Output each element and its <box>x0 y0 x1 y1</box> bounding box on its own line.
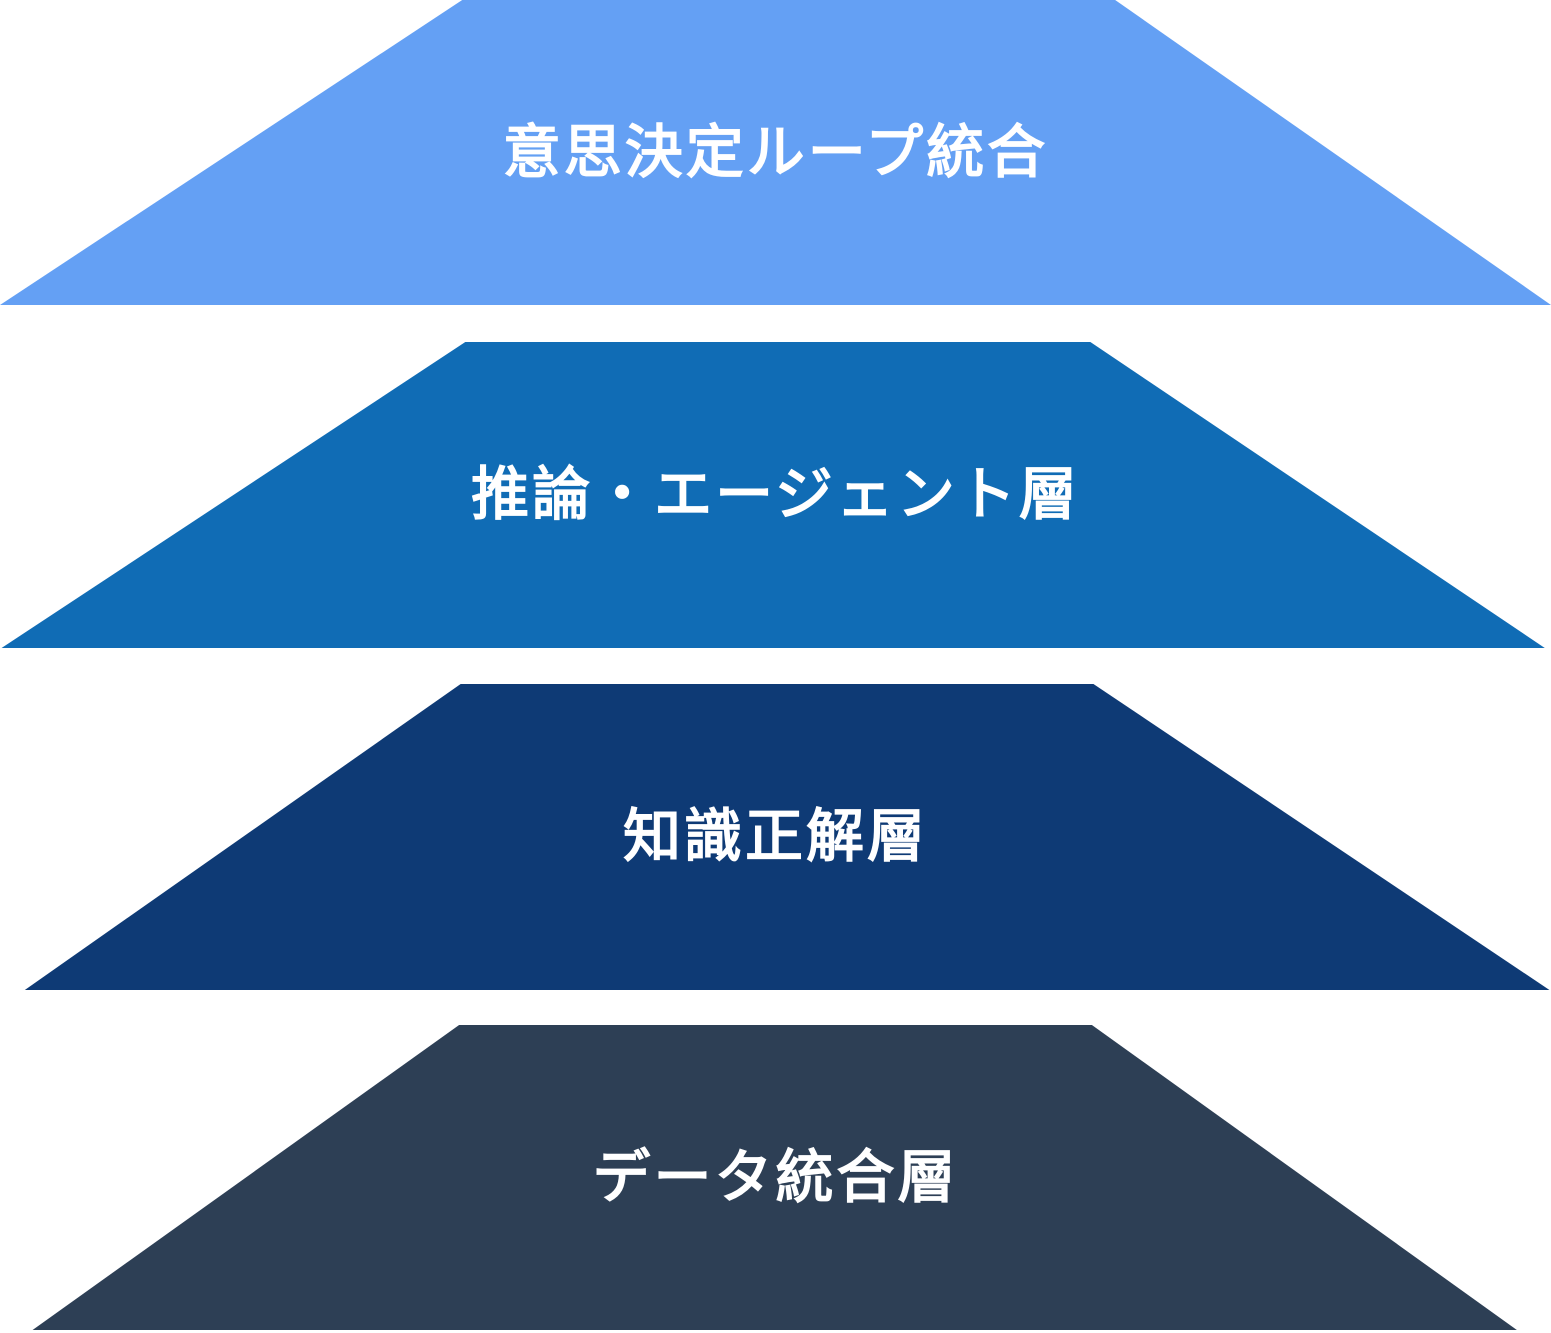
layer-label-data-integration: データ統合層 <box>592 1144 959 1210</box>
pyramid-layer-knowledge: 知識正解層 <box>24 684 1550 990</box>
pyramid-layer-decision-loop: 意思決定ループ統合 <box>0 0 1551 305</box>
layer-label-decision-loop: 意思決定ループ統合 <box>502 119 1049 185</box>
pyramid-layer-reasoning-agent: 推論・エージェント層 <box>1 342 1545 648</box>
layer-label-reasoning-agent: 推論・エージェント層 <box>471 462 1080 527</box>
layer-label-knowledge: 知識正解層 <box>622 804 928 869</box>
pyramid-layer-data-integration: データ統合層 <box>32 1025 1517 1330</box>
